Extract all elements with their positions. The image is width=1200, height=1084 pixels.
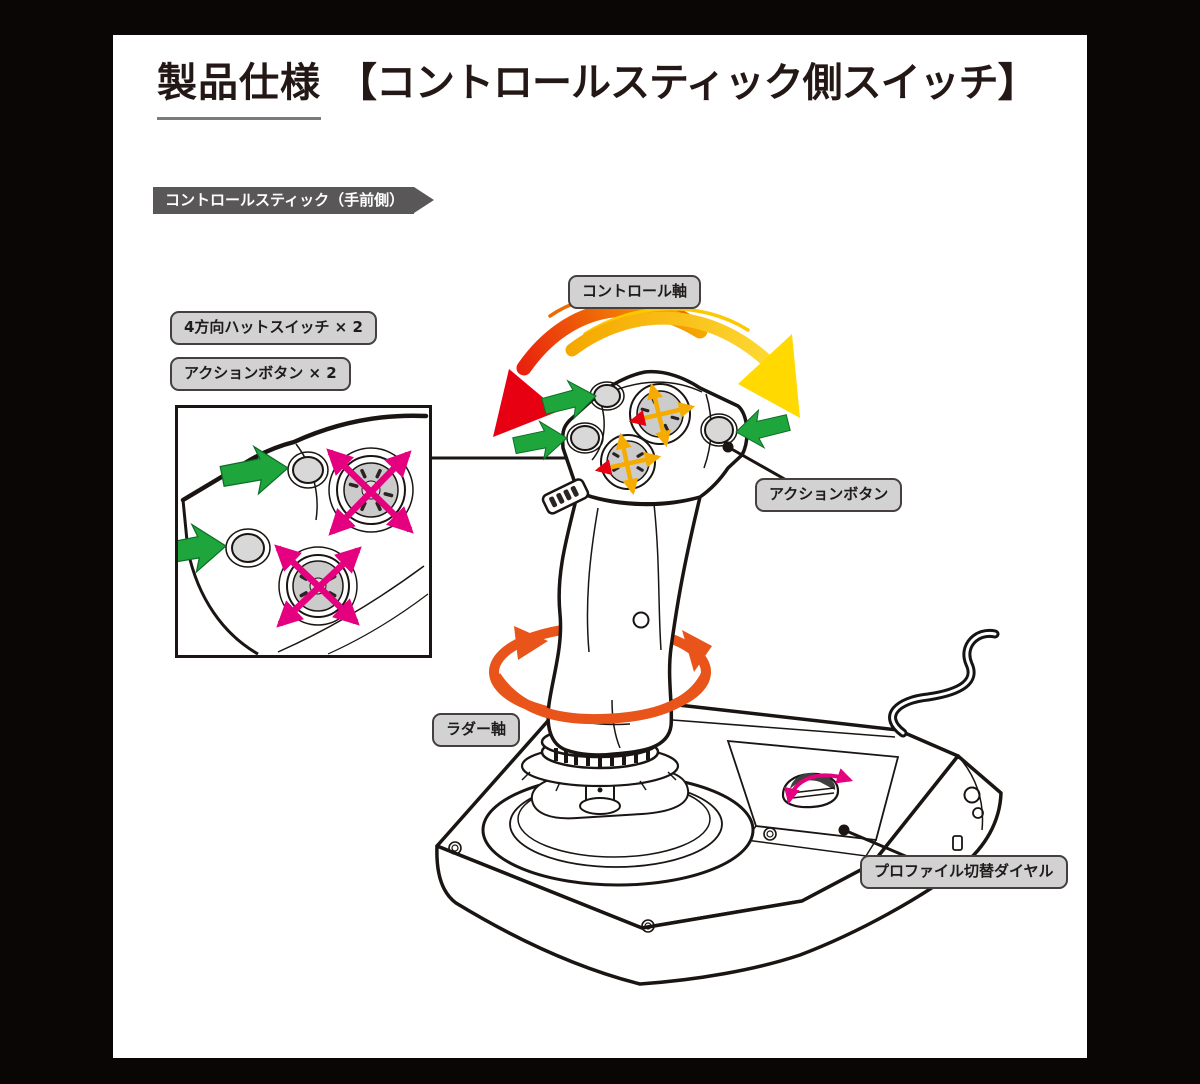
title-product-spec: 製品仕様 xyxy=(157,61,321,120)
callout-dot xyxy=(838,824,850,836)
label-rudder-axis: ラダー軸 xyxy=(432,713,521,747)
green-press-arrow xyxy=(219,444,290,496)
stick-handle xyxy=(546,490,702,757)
inset-action-button-upper xyxy=(287,451,329,489)
trigger-lever xyxy=(541,478,590,515)
title-section: 【コントロールスティック側スイッチ】 xyxy=(337,60,1038,106)
green-press-arrow xyxy=(541,379,597,420)
page-title: 製品仕様 【コントロールスティック側スイッチ】 xyxy=(157,60,1038,120)
label-action-button: アクションボタン xyxy=(755,478,903,512)
section-banner: コントロールスティック（手前側） xyxy=(153,187,435,214)
joystick-illustration xyxy=(432,294,1003,986)
mounting-plate xyxy=(481,768,755,887)
label-hat-switches: 4方向ハットスイッチ × 2 xyxy=(170,311,377,345)
cable xyxy=(888,628,1000,738)
action-button-right xyxy=(700,413,738,447)
label-profile-dial: プロファイル切替ダイヤル xyxy=(860,855,1068,889)
green-press-arrow xyxy=(512,420,568,461)
label-action-buttons: アクションボタン × 2 xyxy=(170,357,351,391)
profile-dial-connector xyxy=(838,824,911,860)
hat-cross-arrow-upper xyxy=(628,382,696,448)
label-control-axis: コントロール軸 xyxy=(568,275,702,309)
dial-rotation-arrow xyxy=(784,768,854,805)
green-press-arrow xyxy=(735,408,791,449)
side-port xyxy=(972,807,984,819)
inset-action-button-lower xyxy=(225,528,271,568)
green-press-arrow xyxy=(178,522,228,574)
inset-hat-cross-arrow xyxy=(274,544,362,628)
hat-cross-arrow-lower xyxy=(594,432,662,496)
callout-dot xyxy=(722,441,734,453)
closeup-inset-box xyxy=(175,405,432,658)
inset-closeup xyxy=(178,413,429,655)
inset-hat-cross-arrow xyxy=(326,448,414,536)
page-background: 製品仕様 【コントロールスティック側スイッチ】 コントロールスティック（手前側） xyxy=(113,35,1087,1058)
side-port xyxy=(963,786,981,804)
action-button-mid-left xyxy=(566,422,604,454)
rudder-rotation-arrows xyxy=(491,626,712,725)
control-axis-arrow-right xyxy=(565,307,800,418)
